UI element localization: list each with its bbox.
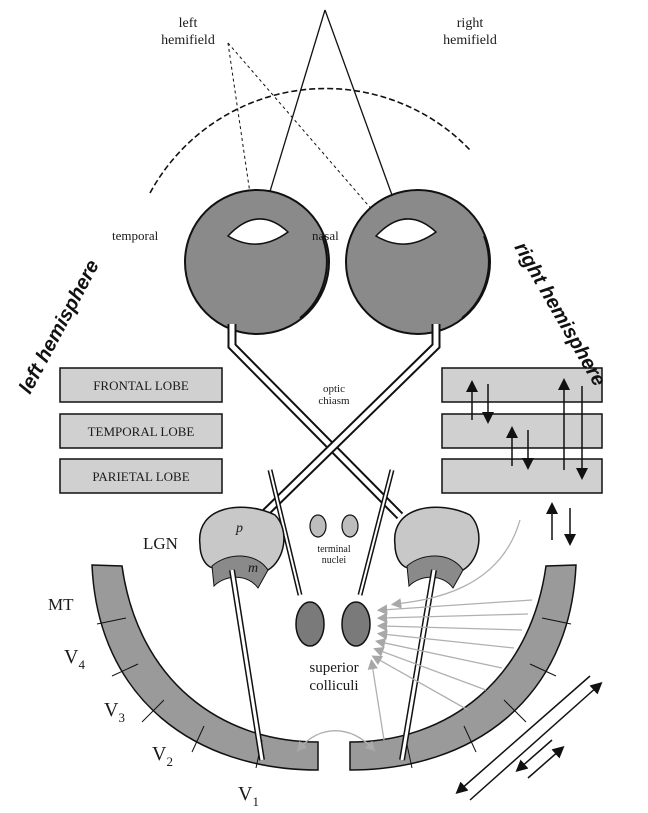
terminal-nuclei-label-2: nuclei [322,555,347,566]
left-hemifield-label-1: left [179,16,198,31]
left-eye [185,190,329,334]
superior-colliculus-right [342,602,370,646]
optic-chiasm-label-1: optic [323,383,345,395]
right-eye [346,190,490,334]
v4-label: V4 [64,646,85,672]
lgn-label: LGN [143,534,178,553]
temporal-lobe-label: TEMPORAL LOBE [88,424,195,439]
visual-field-arc [150,89,470,193]
v3-label: V3 [104,699,125,725]
right-hemifield-label-1: right [457,16,484,31]
superior-colliculus-left [296,602,324,646]
frontal-lobe-label: FRONTAL LOBE [93,378,189,393]
terminal-nucleus-right [342,515,358,537]
v2-label: V2 [152,743,173,769]
superior-colliculi-label-2: colliculi [309,678,358,694]
parietal-lobe-label: PARIETAL LOBE [92,469,189,484]
left-lgn [200,507,284,588]
terminal-nuclei-label-1: terminal [317,544,351,555]
temporal-label: temporal [112,228,159,243]
terminal-nucleus-left [310,515,326,537]
left-hemifield-label-2: hemifield [161,33,215,48]
lgn-p-label: p [235,521,243,536]
superior-colliculi-label-1: superior [309,660,358,676]
nasal-label: nasal [312,228,339,243]
v1-label: V1 [238,783,259,809]
right-lgn [395,507,479,588]
right-hemifield-label-2: hemifield [443,33,497,48]
mt-label: MT [48,595,74,614]
optic-chiasm-label-2: chiasm [318,395,350,407]
left-visual-cortex [92,565,318,770]
lgn-m-label: m [248,561,258,576]
lobe-boxes: FRONTAL LOBE TEMPORAL LOBE PARIETAL LOBE [60,368,222,493]
right-lobe-boxes [442,368,602,493]
